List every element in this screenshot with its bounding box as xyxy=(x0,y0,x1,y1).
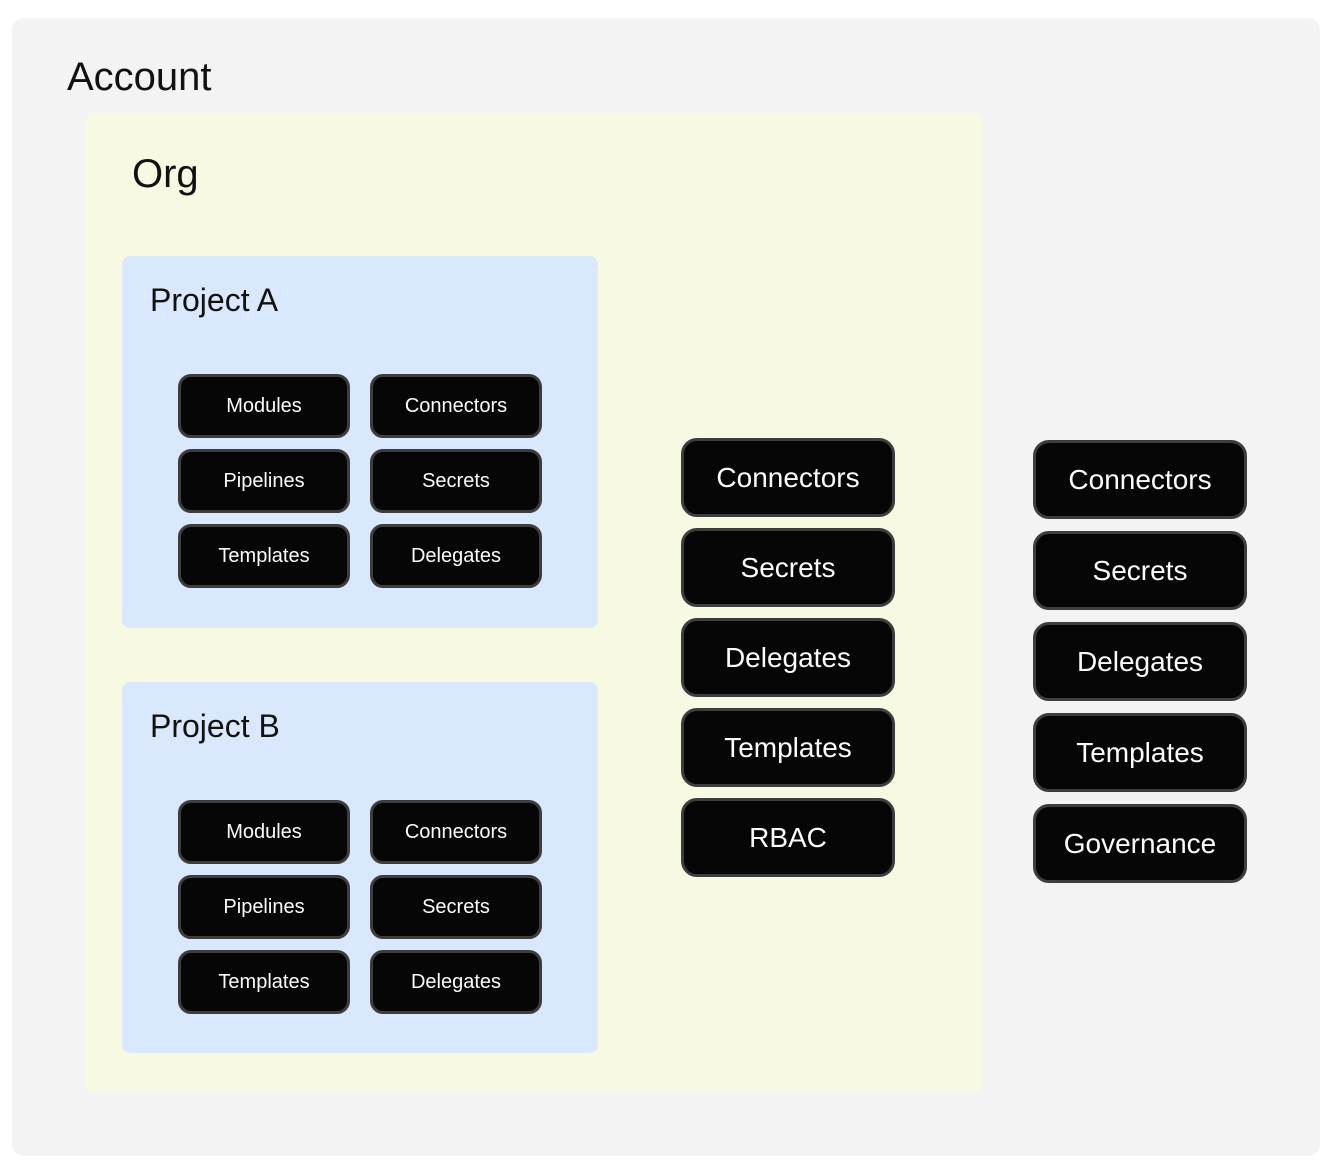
org-node-secrets: Secrets xyxy=(681,528,895,607)
project-a-node-templates: Templates xyxy=(178,524,350,588)
project-a-container: Project A Modules Connectors Pipelines S… xyxy=(122,256,598,628)
project-a-title: Project A xyxy=(150,282,279,318)
project-b-node-delegates: Delegates xyxy=(370,950,542,1014)
project-b-container: Project B Modules Connectors Pipelines S… xyxy=(122,682,598,1053)
account-node-templates: Templates xyxy=(1033,713,1247,792)
project-a-node-pipelines: Pipelines xyxy=(178,449,350,513)
org-title: Org xyxy=(132,152,199,196)
project-b-resource-grid: Modules Connectors Pipelines Secrets Tem… xyxy=(178,800,542,1014)
account-node-governance: Governance xyxy=(1033,804,1247,883)
org-resource-column: Connectors Secrets Delegates Templates R… xyxy=(681,438,895,877)
project-a-node-modules: Modules xyxy=(178,374,350,438)
account-title: Account xyxy=(67,55,212,99)
account-container: Account Org Project A Modules Connectors… xyxy=(12,18,1320,1156)
account-resource-column: Connectors Secrets Delegates Templates G… xyxy=(1033,440,1247,883)
account-node-delegates: Delegates xyxy=(1033,622,1247,701)
project-b-node-secrets: Secrets xyxy=(370,875,542,939)
project-b-node-modules: Modules xyxy=(178,800,350,864)
project-b-node-pipelines: Pipelines xyxy=(178,875,350,939)
project-a-node-connectors: Connectors xyxy=(370,374,542,438)
org-node-connectors: Connectors xyxy=(681,438,895,517)
project-b-node-templates: Templates xyxy=(178,950,350,1014)
project-b-node-connectors: Connectors xyxy=(370,800,542,864)
org-node-delegates: Delegates xyxy=(681,618,895,697)
project-a-node-delegates: Delegates xyxy=(370,524,542,588)
account-node-connectors: Connectors xyxy=(1033,440,1247,519)
project-a-resource-grid: Modules Connectors Pipelines Secrets Tem… xyxy=(178,374,542,588)
org-container: Org Project A Modules Connectors Pipelin… xyxy=(85,113,983,1092)
org-node-rbac: RBAC xyxy=(681,798,895,877)
project-b-title: Project B xyxy=(150,708,280,744)
org-node-templates: Templates xyxy=(681,708,895,787)
project-a-node-secrets: Secrets xyxy=(370,449,542,513)
account-node-secrets: Secrets xyxy=(1033,531,1247,610)
